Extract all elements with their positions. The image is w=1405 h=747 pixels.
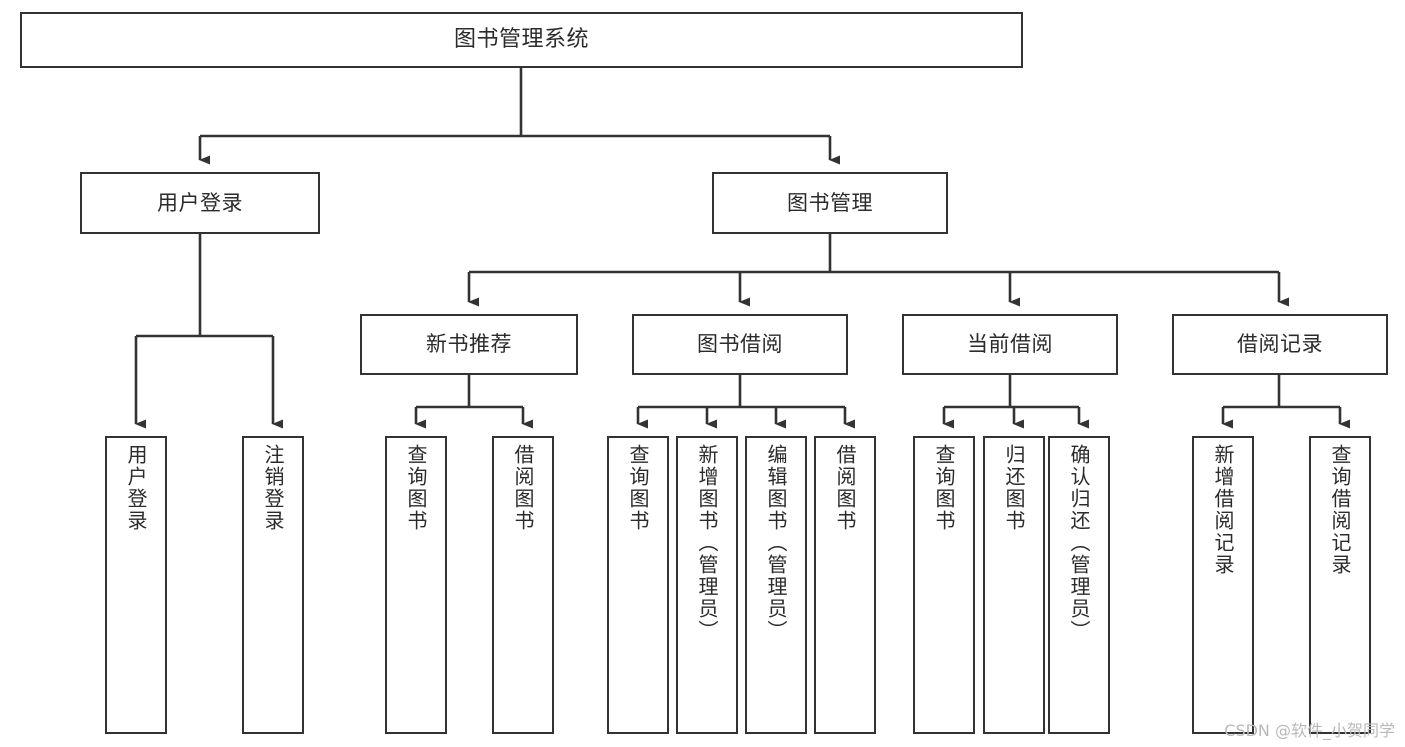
node-leaf-query-book-1[interactable]: 查询图书: [385, 436, 447, 734]
node-leaf-query-book-3-label: 查询图书: [932, 444, 956, 532]
node-leaf-query-record-label: 查询借阅记录: [1328, 444, 1352, 576]
node-leaf-query-book-1-label: 查询图书: [404, 444, 428, 532]
node-leaf-query-book-2[interactable]: 查询图书: [607, 436, 669, 734]
node-user-login-label: 用户登录: [157, 190, 243, 215]
node-leaf-logout-login[interactable]: 注销登录: [242, 436, 304, 734]
node-leaf-return-book[interactable]: 归还图书: [983, 436, 1045, 734]
node-root-label: 图书管理系统: [453, 27, 589, 53]
node-leaf-add-book-label: 新增图书（管理员）: [695, 444, 719, 642]
node-leaf-query-book-3[interactable]: 查询图书: [913, 436, 975, 734]
node-new-book-recommend[interactable]: 新书推荐: [360, 314, 578, 375]
node-leaf-logout-login-label: 注销登录: [261, 444, 285, 532]
node-root[interactable]: 图书管理系统: [20, 12, 1023, 68]
node-book-manage[interactable]: 图书管理: [712, 172, 948, 234]
node-leaf-user-login-label: 用户登录: [124, 444, 148, 532]
node-leaf-return-book-label: 归还图书: [1002, 444, 1026, 532]
node-leaf-borrow-book-1[interactable]: 借阅图书: [492, 436, 554, 734]
node-leaf-add-book[interactable]: 新增图书（管理员）: [676, 436, 738, 734]
node-leaf-confirm-return[interactable]: 确认归还（管理员）: [1048, 436, 1110, 734]
node-user-login[interactable]: 用户登录: [80, 172, 320, 234]
node-leaf-edit-book-label: 编辑图书（管理员）: [764, 444, 788, 642]
node-leaf-query-book-2-label: 查询图书: [626, 444, 650, 532]
node-leaf-borrow-book-2[interactable]: 借阅图书: [814, 436, 876, 734]
node-leaf-add-record-label: 新增借阅记录: [1211, 444, 1235, 576]
node-leaf-confirm-return-label: 确认归还（管理员）: [1067, 444, 1091, 642]
node-borrow-record[interactable]: 借阅记录: [1172, 314, 1388, 375]
node-leaf-edit-book[interactable]: 编辑图书（管理员）: [745, 436, 807, 734]
node-leaf-borrow-book-1-label: 借阅图书: [511, 444, 535, 532]
node-current-borrow-label: 当前借阅: [967, 332, 1053, 357]
node-leaf-borrow-book-2-label: 借阅图书: [833, 444, 857, 532]
node-book-borrow[interactable]: 图书借阅: [632, 314, 848, 375]
node-book-borrow-label: 图书借阅: [697, 332, 783, 357]
node-book-manage-label: 图书管理: [787, 190, 873, 215]
node-leaf-user-login[interactable]: 用户登录: [105, 436, 167, 734]
node-current-borrow[interactable]: 当前借阅: [902, 314, 1118, 375]
node-leaf-add-record[interactable]: 新增借阅记录: [1192, 436, 1254, 734]
node-borrow-record-label: 借阅记录: [1237, 332, 1323, 357]
node-leaf-query-record[interactable]: 查询借阅记录: [1309, 436, 1371, 734]
node-new-book-recommend-label: 新书推荐: [426, 332, 512, 357]
